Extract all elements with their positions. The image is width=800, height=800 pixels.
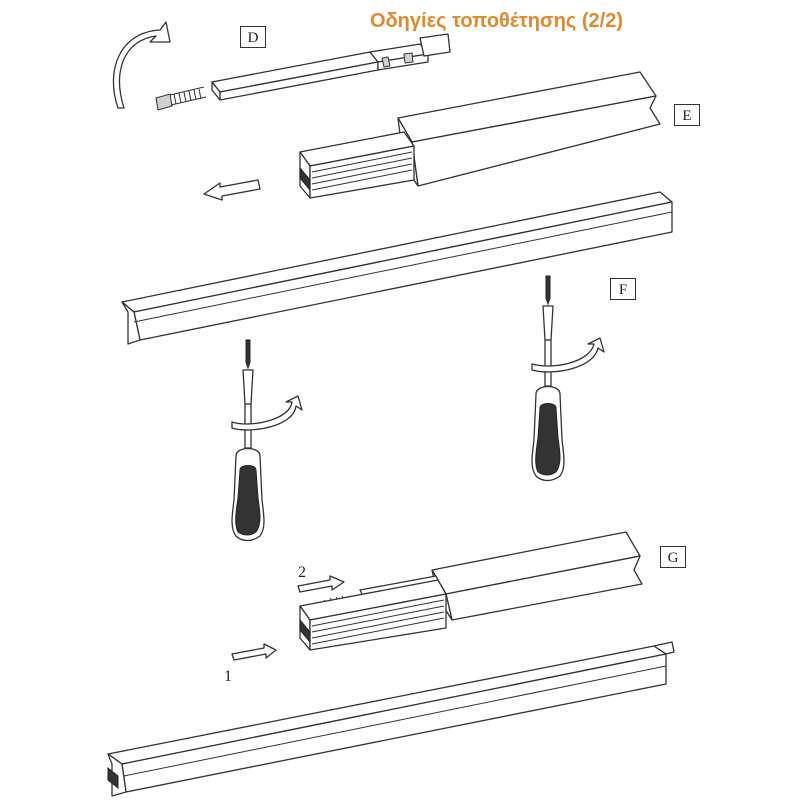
step-d-illustration bbox=[112, 21, 451, 111]
rotation-arrow-icon bbox=[531, 337, 605, 373]
page-title: Οδηγίες τοποθέτησης (2/2) bbox=[370, 10, 623, 32]
arrow-step-2-icon bbox=[297, 575, 345, 593]
step-label-g: G bbox=[660, 546, 686, 568]
end-profile-e bbox=[299, 131, 415, 199]
step-label-d: D bbox=[240, 26, 266, 48]
long-rail-f bbox=[121, 191, 673, 345]
connector-piece bbox=[211, 33, 451, 101]
rotation-arrow-icon bbox=[231, 395, 303, 431]
rotation-arrow-icon bbox=[112, 21, 171, 109]
screwdriver-right bbox=[531, 275, 605, 482]
screwdriver-left bbox=[231, 339, 303, 542]
step-e-illustration bbox=[203, 71, 661, 201]
slide-arrow-icon bbox=[203, 179, 261, 201]
step-g-illustration bbox=[231, 531, 643, 661]
sequence-number-2: 2 bbox=[298, 564, 306, 581]
step-label-e: E bbox=[674, 104, 700, 126]
end-profile-g bbox=[299, 579, 447, 651]
sequence-number-1: 1 bbox=[224, 668, 232, 685]
arrow-step-1-icon bbox=[231, 643, 277, 661]
long-rail-bottom bbox=[107, 641, 675, 797]
step-label-f: F bbox=[610, 278, 636, 300]
screw-icon bbox=[155, 86, 207, 111]
